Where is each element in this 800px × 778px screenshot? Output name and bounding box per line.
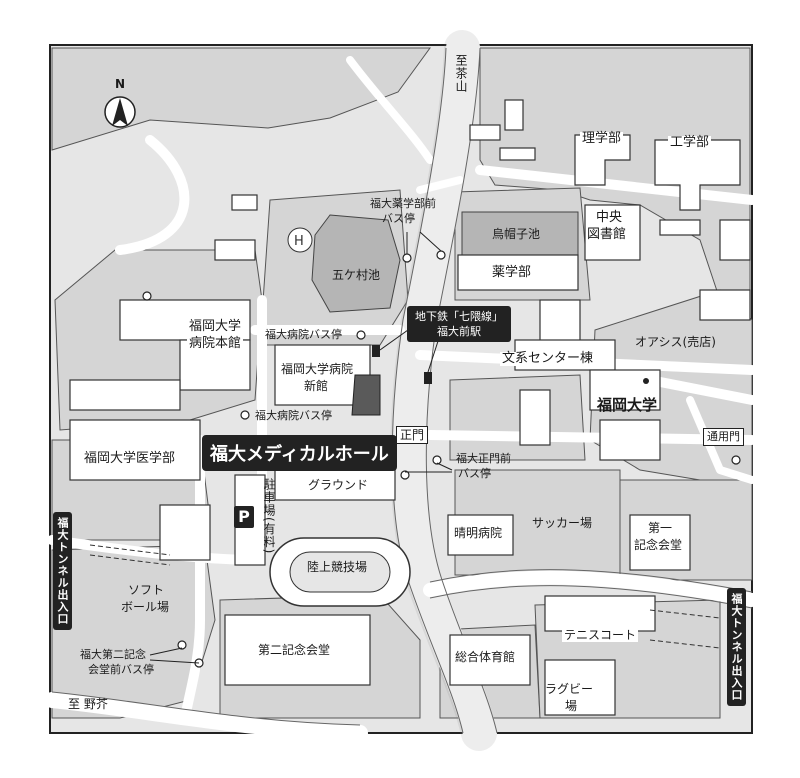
kinen1-label-1: 第一 <box>648 521 673 535</box>
seimei-hospital-label: 晴明病院 <box>452 526 505 540</box>
soccer-label: サッカー場 <box>532 516 593 530</box>
gym-label: 総合体育館 <box>455 650 516 664</box>
kogakubu-label: 工学部 <box>668 135 712 150</box>
parking-text-label: 駐車場(有料) <box>262 478 276 555</box>
leader-line <box>379 329 409 351</box>
hospital-new-label-1: 福岡大学病院 <box>281 362 354 376</box>
track-field <box>289 551 391 593</box>
gokamura-pond-shape <box>311 214 401 313</box>
tsuyomon-gate-label: 通用門 <box>703 428 744 446</box>
softball-label-2: ボール場 <box>121 600 170 614</box>
medical-hall-label: 福大メディカルホール <box>202 435 397 471</box>
yakugakubu-label: 薬学部 <box>492 265 532 280</box>
helipad-icon <box>287 227 313 253</box>
library-label-2: 図書館 <box>587 227 627 242</box>
softball-label-1: ソフト <box>128 583 165 597</box>
eboshi-pond-label: 烏帽子池 <box>492 227 541 241</box>
compass-needle <box>112 98 128 126</box>
tunnel-left-tag: 福大トンネル出入口 <box>53 512 72 630</box>
helipad-letter: H <box>294 234 304 249</box>
tunnel-right-tag: 福大トンネル出入口 <box>727 588 746 706</box>
tunnel-lines <box>89 544 721 649</box>
bunkei-center-label: 文系センター棟 <box>500 351 596 366</box>
station-exit-icon <box>372 345 380 357</box>
subway-station-tag: 地下鉄「七隈線」 福大前駅 <box>407 306 511 342</box>
library-label-1: 中央 <box>596 210 623 225</box>
rigakubu-label: 理学部 <box>580 131 624 146</box>
gokamura-pond-label: 五ケ村池 <box>332 268 381 282</box>
ground-label: グラウンド <box>308 478 369 492</box>
subway-line-label: 地下鉄「七隈線」 <box>415 310 503 323</box>
rugby-label-1: ラグビー <box>545 682 594 696</box>
bus-stop-hospital-b-label: 福大病院バス停 <box>255 409 332 422</box>
bus-stop-yakugaku-label-1: 福大薬学部前 <box>370 197 436 210</box>
seimon-gate-label: 正門 <box>396 426 429 444</box>
bus-stop-leaders <box>149 231 453 664</box>
oasis-marker-icon <box>643 378 649 384</box>
bus-stop-kinen2-label-1: 福大第二記念 <box>80 648 146 661</box>
bus-stop-seimon-label-2: バス停 <box>458 467 491 480</box>
hospital-main-label-1: 福岡大学 <box>187 319 244 334</box>
kinen2-label: 第二記念会堂 <box>258 643 331 657</box>
rugby-label-2: 場 <box>565 699 578 713</box>
parking-icon: P <box>234 506 254 528</box>
hospital-new-label-2: 新館 <box>304 379 329 393</box>
kinen1-label-2: 記念会堂 <box>634 538 683 552</box>
to-chayama-label: 至茶山 <box>454 54 468 93</box>
bus-stop-seimon-label-1: 福大正門前 <box>456 452 511 465</box>
medical-hall-building <box>351 374 381 416</box>
bus-stop-kinen2-label-2: 会堂前バス停 <box>88 663 154 676</box>
hospital-main-label-2: 病院本館 <box>187 336 244 351</box>
fukuoka-univ-label: 福岡大学 <box>597 396 658 414</box>
subway-station-label: 福大前駅 <box>437 325 481 338</box>
station-exit-icon <box>424 372 432 384</box>
tennis-label: テニスコート <box>562 628 639 642</box>
compass-label: N <box>115 77 126 91</box>
bus-stop-yakugaku-label-2: バス停 <box>382 212 415 225</box>
medical-faculty-label: 福岡大学医学部 <box>82 451 178 466</box>
oasis-label: オアシス(売店) <box>635 335 716 349</box>
to-nonoke-label: 至 野芥 <box>68 697 108 711</box>
bus-stop-hospital-a-label: 福大病院バス停 <box>265 328 342 341</box>
track-label: 陸上競技場 <box>307 560 368 574</box>
